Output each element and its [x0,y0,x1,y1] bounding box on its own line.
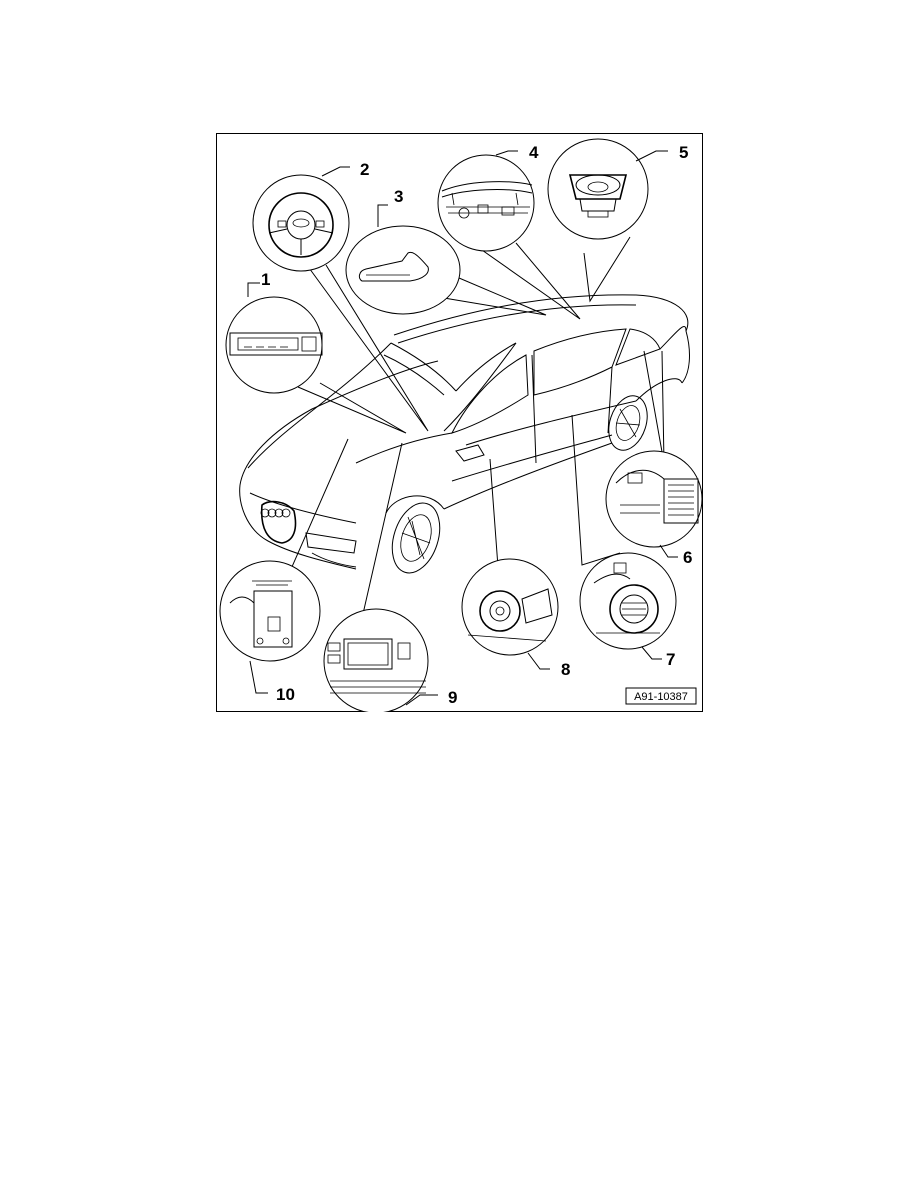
detail-1-radio-unit [225,296,323,394]
detail-10-control-module [219,560,321,662]
detail-4-antenna-amplifier [437,154,535,252]
detail-9-display-unit [323,608,429,712]
callout-label-5: 5 [679,143,688,162]
callout-10: 10 [249,660,295,704]
reference-code-box: A91-10387 [625,687,697,705]
callout-label-6: 6 [683,548,692,567]
component-location-diagram: 1 2 3 4 5 6 7 8 9 10 A91-10387 [216,133,703,712]
detail-6-amplifier [605,450,703,548]
detail-3-roof-antenna [345,225,461,315]
callout-8: 8 [527,652,570,679]
callout-label-4: 4 [529,143,539,162]
callout-1: 1 [247,270,270,297]
diagram-svg: 1 2 3 4 5 6 7 8 9 10 A91-10387 [216,133,703,712]
callout-4: 4 [495,143,539,162]
detail-7-door-speaker [579,552,677,650]
reference-code: A91-10387 [634,691,688,703]
callout-label-8: 8 [561,660,570,679]
detail-5-rear-speaker [547,138,649,240]
callout-label-9: 9 [448,688,457,707]
callout-label-7: 7 [666,650,675,669]
callout-label-2: 2 [360,160,369,179]
car-illustration [239,294,690,574]
callout-6: 6 [659,544,692,567]
callout-label-1: 1 [261,270,270,289]
callout-label-10: 10 [276,685,295,704]
callout-3: 3 [377,187,403,227]
callout-9: 9 [405,688,457,707]
detail-8-front-door-speaker [461,558,559,656]
callout-5: 5 [635,143,688,162]
callout-label-3: 3 [394,187,403,206]
detail-2-steering-wheel [252,174,350,272]
callout-2: 2 [321,160,369,179]
callout-7: 7 [641,646,675,669]
